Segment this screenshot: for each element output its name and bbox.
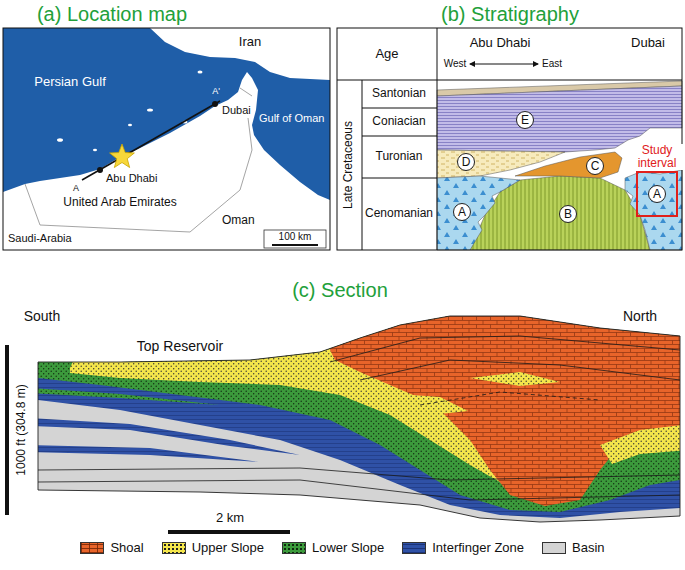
city-label: Dubai xyxy=(222,104,251,117)
city-label: Abu Dhabi xyxy=(106,172,157,185)
legend-text: Interfinger Zone xyxy=(432,540,524,555)
scale-label: 1000 ft (304.8 m) xyxy=(15,384,29,475)
scale-label: 100 km xyxy=(279,231,312,243)
column-header: Age xyxy=(375,47,398,62)
country-label: Iran xyxy=(239,35,261,50)
section-endpoint: A xyxy=(73,183,79,193)
interfinger-facies xyxy=(30,300,685,518)
direction-label: South xyxy=(24,308,61,324)
cross-section xyxy=(5,300,685,534)
panel-title: (b) Stratigraphy xyxy=(441,3,579,26)
scale-bar xyxy=(272,244,318,246)
legend-text: Basin xyxy=(572,540,605,555)
land xyxy=(3,28,330,250)
stratigraphy-chart xyxy=(337,28,682,250)
section-endpoint: A' xyxy=(212,86,220,96)
stage-label: Coniacian xyxy=(372,115,425,129)
scale-label: 2 km xyxy=(216,511,244,526)
country-label: Saudi-Arabia xyxy=(8,232,72,245)
sea xyxy=(3,28,330,200)
stage-label: Cenomanian xyxy=(365,207,433,221)
box-heading: Study interval xyxy=(630,144,684,170)
unit-letter: A xyxy=(458,206,466,218)
horizon-label: Top Reservoir xyxy=(137,338,223,354)
unit-circle: A xyxy=(648,185,666,203)
section-outline xyxy=(38,316,680,522)
basin-facies xyxy=(30,300,685,530)
city-dot xyxy=(212,101,218,107)
upper-slope-facies xyxy=(398,394,468,414)
border xyxy=(240,88,252,96)
legend-swatch xyxy=(542,542,566,554)
column-header: Dubai xyxy=(631,36,665,51)
legend-item: Upper Slope xyxy=(162,540,264,555)
location-map xyxy=(3,28,330,250)
direction-arrow xyxy=(470,64,538,65)
horizon-lines xyxy=(38,336,680,500)
legend-swatch xyxy=(80,542,104,554)
unit-circle: C xyxy=(586,157,604,175)
legend-item: Shoal xyxy=(80,540,143,555)
unit-letter: B xyxy=(564,208,572,220)
legend-swatch xyxy=(162,542,186,554)
lower-slope-facies xyxy=(30,300,685,512)
unit-circle: B xyxy=(559,205,577,223)
upper-slope-facies xyxy=(470,372,560,386)
strat-unit xyxy=(437,86,682,152)
unit-circle: E xyxy=(516,111,534,129)
sea-label: Persian Gulf xyxy=(34,75,106,90)
legend-swatch xyxy=(402,542,426,554)
stage-label: Santonian xyxy=(372,87,426,101)
column-header: Abu Dhabi xyxy=(470,36,531,51)
sea-label: Gulf of Oman xyxy=(259,112,324,125)
legend-item: Interfinger Zone xyxy=(402,540,524,555)
legend-item: Basin xyxy=(542,540,605,555)
unit-letter: C xyxy=(591,160,600,172)
horizontal-scale-bar xyxy=(168,530,290,534)
unit-letter: D xyxy=(462,156,471,168)
country-label: Oman xyxy=(222,214,255,228)
city-dot xyxy=(97,167,103,173)
upper-slope-facies xyxy=(600,424,685,464)
legend-text: Shoal xyxy=(110,540,143,555)
legend-item: Lower Slope xyxy=(282,540,384,555)
unit-letter: E xyxy=(521,114,529,126)
study-interval-box: Study intervalA xyxy=(636,171,678,217)
unit-circle: D xyxy=(457,153,475,171)
direction-label: North xyxy=(623,308,657,324)
legend-text: Lower Slope xyxy=(312,540,384,555)
strat-unit xyxy=(515,152,622,178)
study-star xyxy=(110,144,135,168)
strat-unit xyxy=(625,170,682,250)
era-label: Late Cretaceous xyxy=(342,121,356,209)
strat-unit xyxy=(437,176,520,250)
section-line xyxy=(82,101,220,180)
border xyxy=(25,118,252,232)
map-frame xyxy=(3,28,330,250)
country-label: United Arab Emirates xyxy=(63,196,176,210)
scale-box xyxy=(264,230,326,248)
panel-title: (c) Section xyxy=(292,279,388,302)
table-grid xyxy=(337,28,682,250)
direction-label: East xyxy=(542,58,562,70)
direction-label: West xyxy=(444,58,467,70)
legend: Shoal Upper Slope Lower Slope Interfinger Z… xyxy=(0,540,685,555)
lower-slope-facies xyxy=(30,388,220,405)
unit-circle: A xyxy=(453,203,471,221)
vertical-scale-bar xyxy=(5,345,9,515)
legend-text: Upper Slope xyxy=(192,540,264,555)
legend-swatch xyxy=(282,542,306,554)
stage-label: Turonian xyxy=(376,150,423,164)
unit-letter: A xyxy=(653,188,661,200)
interfinger-facies xyxy=(30,445,260,462)
panel-title: (a) Location map xyxy=(37,3,187,26)
